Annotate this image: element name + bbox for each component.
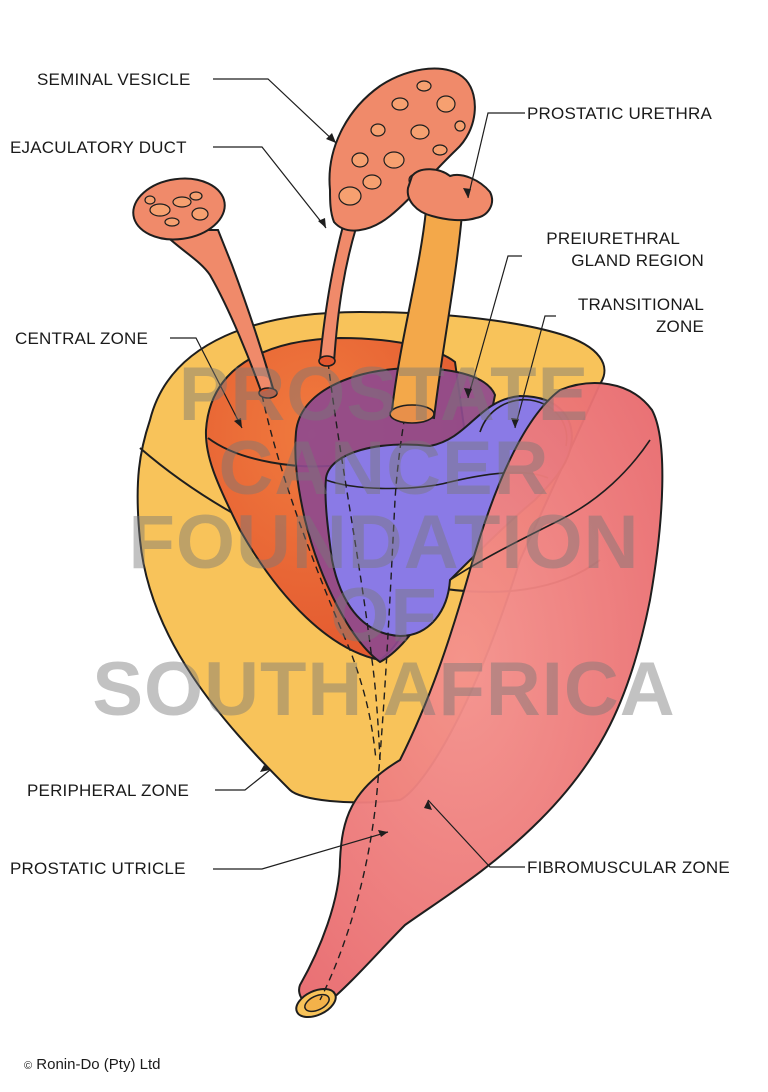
watermark-line-4: OF [330,573,438,658]
label-central-zone: CENTRAL ZONE [15,329,149,348]
copyright-text: Ronin-Do (Pty) Ltd [36,1056,161,1073]
fibromuscular-inner-line [449,439,651,581]
prostatic-urethra-tube [390,208,464,420]
left-duct-opening [258,387,278,399]
label-prostatic-urethra: PROSTATIC URETHRA [527,104,713,123]
label-fibromuscular-zone: FIBROMUSCULAR ZONE [527,858,730,877]
leader-arrowheads [234,133,519,837]
left-seminal-vesicle [132,177,226,241]
label-transitional-line2: ZONE [655,317,704,336]
right-duct-opening [318,355,336,367]
prostatic-urethra-opening [406,168,494,222]
label-peripheral-zone: PERIPHERAL ZONE [27,781,190,800]
left-vesicle-lumens [144,191,209,227]
label-seminal-vesicle: SEMINAL VESICLE [37,70,191,89]
label-ejaculatory-duct: EJACULATORY DUCT [10,138,187,157]
label-prostatic-utricle: PROSTATIC UTRICLE [10,859,186,878]
leader-lines [170,78,556,870]
watermark-line-5: SOUTH AFRICA [92,647,676,732]
urethra-base-opening [389,404,435,424]
label-preiurethral-line1: PREIURETHRAL [546,229,680,248]
watermark-line-3: FOUNDATION [128,500,640,585]
label-transitional-line1: TRANSITIONAL [577,295,704,314]
copyright-notice: © Ronin-Do (Pty) Ltd [24,1056,161,1073]
duct-dashed-path-left [261,394,377,761]
utricle-opening-inner [304,993,330,1013]
duct-dashed-path-right [327,361,381,761]
watermark-line-2: CANCER [218,426,550,511]
label-preiurethral-line2: GLAND REGION [571,251,704,270]
watermark-line-1: PROSTATE [178,352,590,437]
copyright-symbol: © [24,1060,33,1072]
